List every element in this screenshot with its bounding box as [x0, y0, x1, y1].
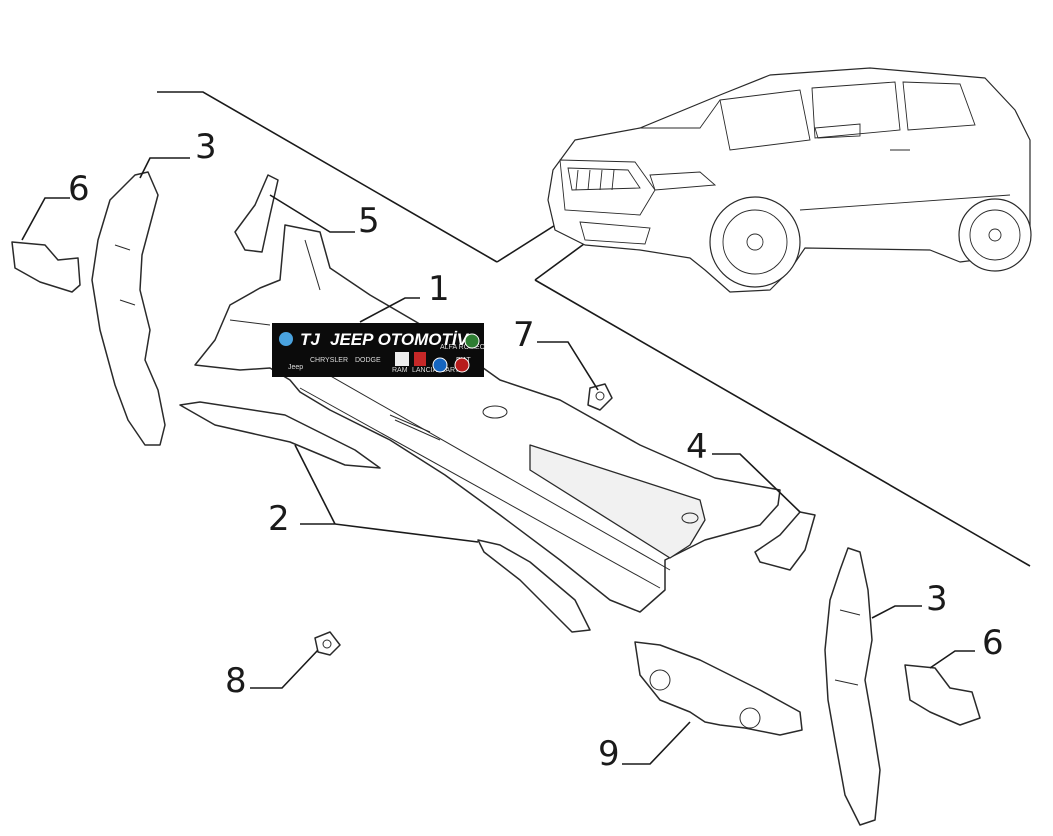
callout-1: 1	[428, 269, 450, 309]
callout-3-left: 3	[195, 127, 217, 167]
abarth-icon	[414, 352, 426, 366]
part-2-seal-strips	[179, 401, 591, 633]
callout-3-right: 3	[926, 579, 948, 619]
callout-7: 7	[513, 315, 535, 355]
watermark-brand-3: DODGE	[355, 357, 381, 364]
mopar-icon	[279, 332, 293, 346]
part-4-end-cap	[754, 511, 816, 571]
callout-4: 4	[686, 427, 708, 467]
part-8-fastener	[314, 631, 341, 656]
part-6-left-clip	[11, 241, 81, 293]
leader-lines	[21, 157, 975, 765]
alfa-romeo-icon	[464, 333, 480, 349]
callout-6-left: 6	[68, 169, 90, 209]
part-7-fastener	[587, 383, 613, 411]
watermark-brand-4: RAM	[392, 367, 408, 374]
watermark-brand-5: LANCIA	[412, 367, 438, 374]
watermark-banner: TJ JEEP OTOMOTİV Jeep CHRYSLER DODGE RAM…	[272, 323, 486, 377]
callout-5: 5	[358, 201, 380, 241]
callout-2: 2	[268, 499, 290, 539]
fiat-icon	[454, 357, 470, 373]
part-3-right-bracket	[824, 547, 881, 826]
watermark-title: JEEP OTOMOTİV	[330, 330, 470, 349]
vehicle-illustration	[547, 67, 1032, 293]
callout-6-right: 6	[982, 623, 1004, 663]
part-3-left-bracket	[91, 171, 166, 446]
part-1-cowl-panel	[194, 224, 781, 613]
watermark-brand-1: Jeep	[288, 364, 303, 371]
callout-9: 9	[598, 734, 620, 774]
lancia-icon	[432, 357, 448, 373]
part-6-right-clip	[904, 664, 981, 726]
watermark-logo: TJ	[300, 330, 320, 349]
watermark-brand-8: ALFA ROMEO	[440, 344, 486, 351]
callout-labels: 1 2 3 3 4 5 6 6 7 8 9	[68, 127, 1004, 774]
part-9-plate	[634, 641, 803, 736]
watermark-brand-2: CHRYSLER	[310, 357, 348, 364]
watermark-brand-6: ABARTH	[436, 367, 464, 374]
part-5-end-cap	[234, 174, 279, 253]
callout-8: 8	[225, 661, 247, 701]
ram-icon	[395, 352, 409, 366]
